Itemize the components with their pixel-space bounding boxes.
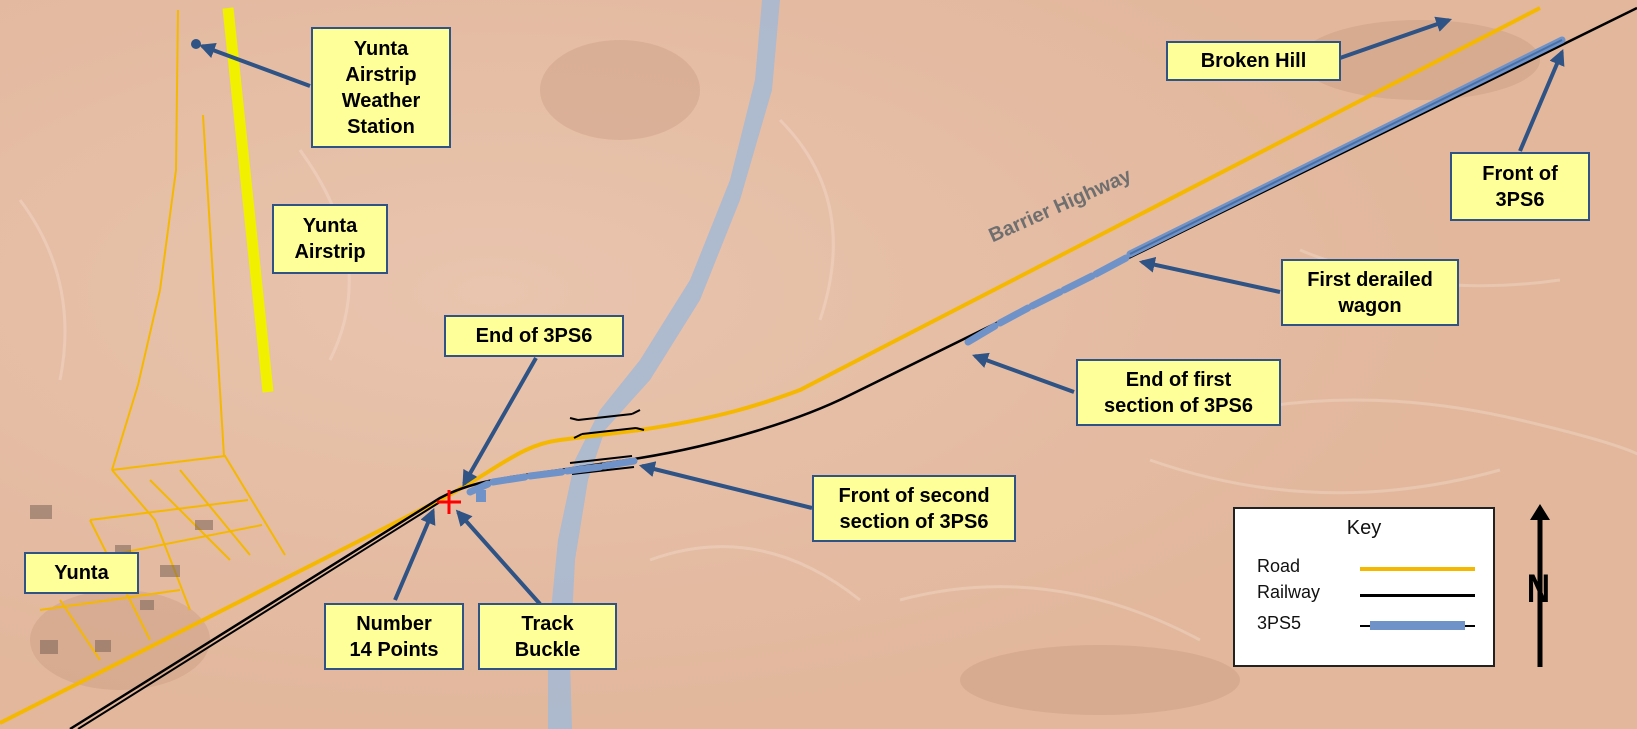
label-end-first-section: End of first section of 3PS6 [1076, 359, 1281, 426]
terrain-texture [18, 118, 1637, 642]
creek [548, 0, 780, 729]
key-title: Key [1346, 517, 1382, 539]
key-swatch-railway [1360, 594, 1475, 597]
key-label-3ps5: 3PS5 [1257, 613, 1302, 633]
train-derailed-wagons [964, 254, 1130, 346]
label-front-second-section: Front of second section of 3PS6 [812, 475, 1016, 542]
key-swatch-road [1360, 567, 1475, 571]
airstrip-taxiway [202, 114, 225, 457]
label-front-3ps6: Front of 3PS6 [1450, 152, 1590, 221]
road-bridge [569, 409, 645, 439]
label-yunta: Yunta [24, 552, 139, 594]
airstrip-access-road [111, 9, 179, 471]
north-arrow-icon [1530, 504, 1550, 667]
train-3ps6-second-section [466, 457, 638, 502]
label-number-14-points: Number 14 Points [324, 603, 464, 670]
key-label-railway: Railway [1257, 582, 1321, 602]
train-3ps6-front-section [1126, 36, 1566, 258]
north-letter: N [1526, 567, 1551, 611]
rail-bridge [569, 455, 635, 475]
key-label-road: Road [1257, 556, 1301, 576]
key-swatch-3ps5-train [1370, 621, 1465, 630]
track-buckle-cross-marker [437, 490, 461, 514]
railway-siding [77, 501, 441, 729]
label-broken-hill: Broken Hill [1166, 41, 1341, 81]
label-airstrip: Yunta Airstrip [272, 204, 388, 274]
label-weather-station: Yunta Airstrip Weather Station [311, 27, 451, 148]
airstrip-runway [222, 7, 274, 393]
label-first-derailed-wagon: First derailed wagon [1281, 259, 1459, 326]
label-track-buckle: Track Buckle [478, 603, 617, 670]
callout-arrows [198, 16, 1565, 606]
label-end-3ps6: End of 3PS6 [444, 315, 624, 357]
yunta-town-streets [39, 454, 286, 661]
map-key: Key Road Railway 3PS5 [1233, 507, 1495, 667]
weather-station-marker [191, 39, 201, 49]
